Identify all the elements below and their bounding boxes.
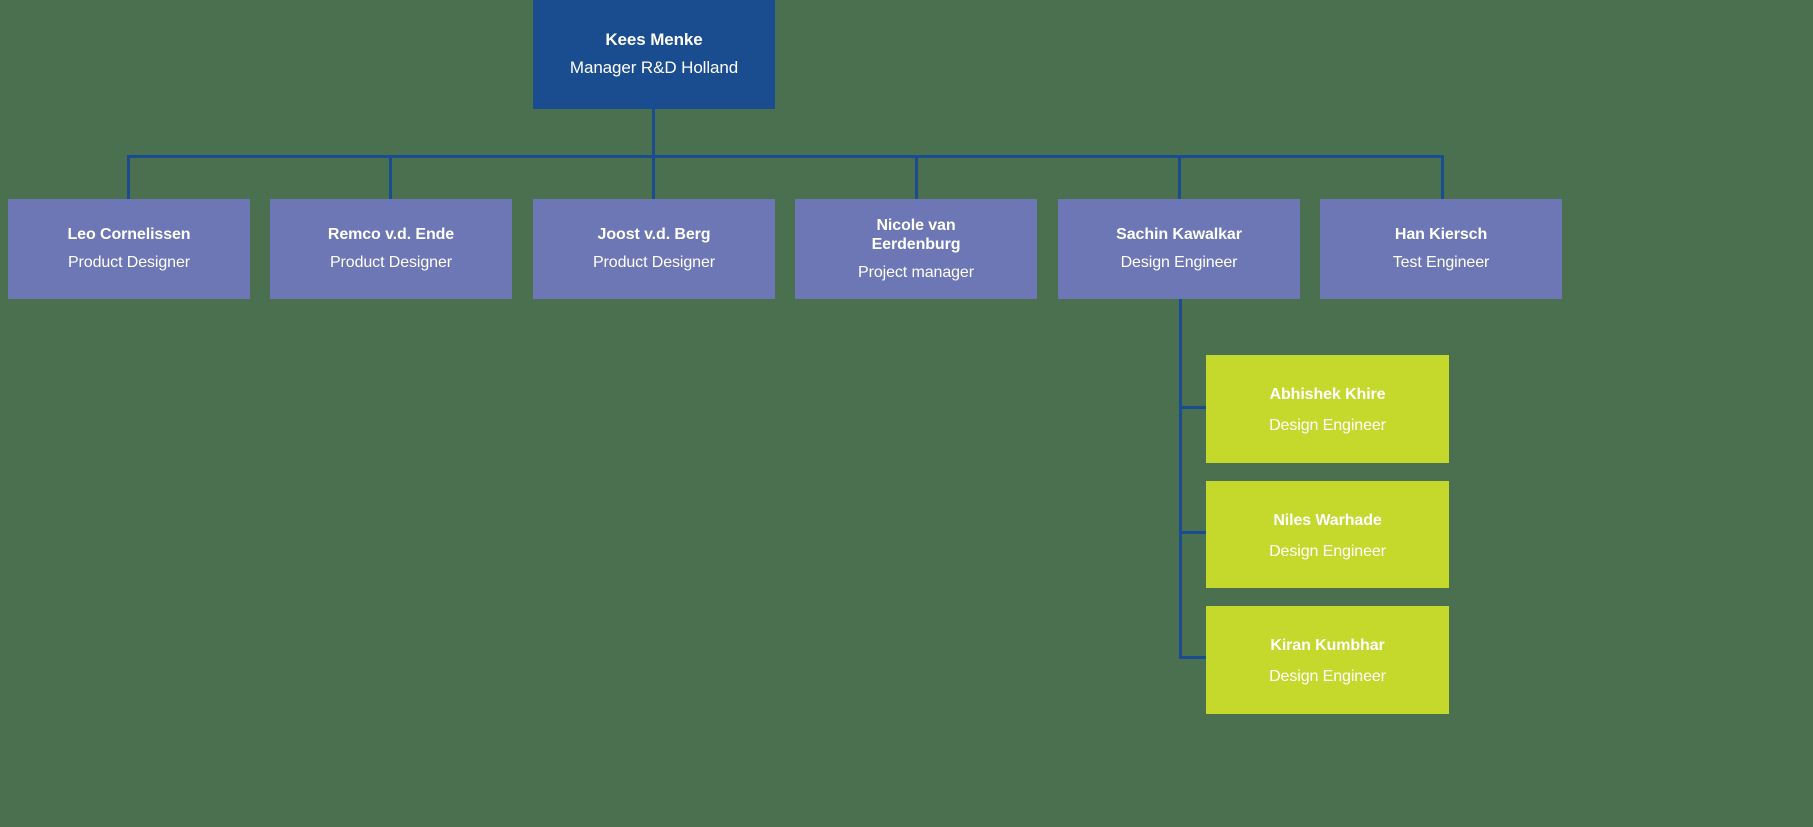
connector-arm-report-1 <box>1179 406 1207 409</box>
node-name: Sachin Kawalkar <box>1116 226 1242 244</box>
connector-subtree-spine <box>1179 299 1182 659</box>
node-title: Project manager <box>858 263 974 281</box>
node-name: Abhishek Khire <box>1269 386 1386 403</box>
connector-drop-4 <box>915 155 918 200</box>
connector-drop-2 <box>389 155 392 200</box>
node-title: Design Engineer <box>1269 542 1386 560</box>
node-title: Design Engineer <box>1269 667 1386 685</box>
org-node-report-3[interactable]: Kiran Kumbhar Design Engineer <box>1206 606 1449 714</box>
node-title: Test Engineer <box>1392 254 1490 271</box>
connector-drop-3 <box>652 155 655 200</box>
org-node-manager-2[interactable]: Remco v.d. Ende Product Designer <box>270 199 512 299</box>
connector-horizontal-bus <box>127 155 1444 158</box>
connector-drop-1 <box>127 155 130 200</box>
node-title: Product Designer <box>329 254 453 271</box>
node-name: Kees Menke <box>605 30 703 50</box>
connector-arm-report-3 <box>1179 656 1207 659</box>
node-title: Design Engineer <box>1269 416 1386 434</box>
node-name: Niles Warhade <box>1273 512 1382 529</box>
org-node-manager-3[interactable]: Joost v.d. Berg Product Designer <box>533 199 775 299</box>
node-title: Product Designer <box>592 254 716 271</box>
node-title: Design Engineer <box>1120 254 1238 271</box>
connector-arm-report-2 <box>1179 531 1207 534</box>
org-node-root[interactable]: Kees Menke Manager R&D Holland <box>533 0 775 109</box>
org-node-manager-1[interactable]: Leo Cornelissen Product Designer <box>8 199 250 299</box>
org-node-report-1[interactable]: Abhishek Khire Design Engineer <box>1206 355 1449 463</box>
node-name: Han Kiersch <box>1394 226 1488 244</box>
org-node-manager-5[interactable]: Sachin Kawalkar Design Engineer <box>1058 199 1300 299</box>
node-name: Nicole van Eerdenburg <box>871 216 961 254</box>
node-title: Product Designer <box>67 254 191 271</box>
node-title: Manager R&D Holland <box>569 58 739 77</box>
node-name: Remco v.d. Ende <box>327 226 455 244</box>
node-name: Joost v.d. Berg <box>597 226 711 244</box>
org-node-manager-6[interactable]: Han Kiersch Test Engineer <box>1320 199 1562 299</box>
connector-root-stem <box>652 109 655 157</box>
org-node-report-2[interactable]: Niles Warhade Design Engineer <box>1206 481 1449 588</box>
node-name: Kiran Kumbhar <box>1270 637 1385 654</box>
org-node-manager-4[interactable]: Nicole van Eerdenburg Project manager <box>795 199 1037 299</box>
connector-drop-6 <box>1441 155 1444 200</box>
connector-drop-5 <box>1178 155 1181 200</box>
node-name: Leo Cornelissen <box>67 226 191 244</box>
